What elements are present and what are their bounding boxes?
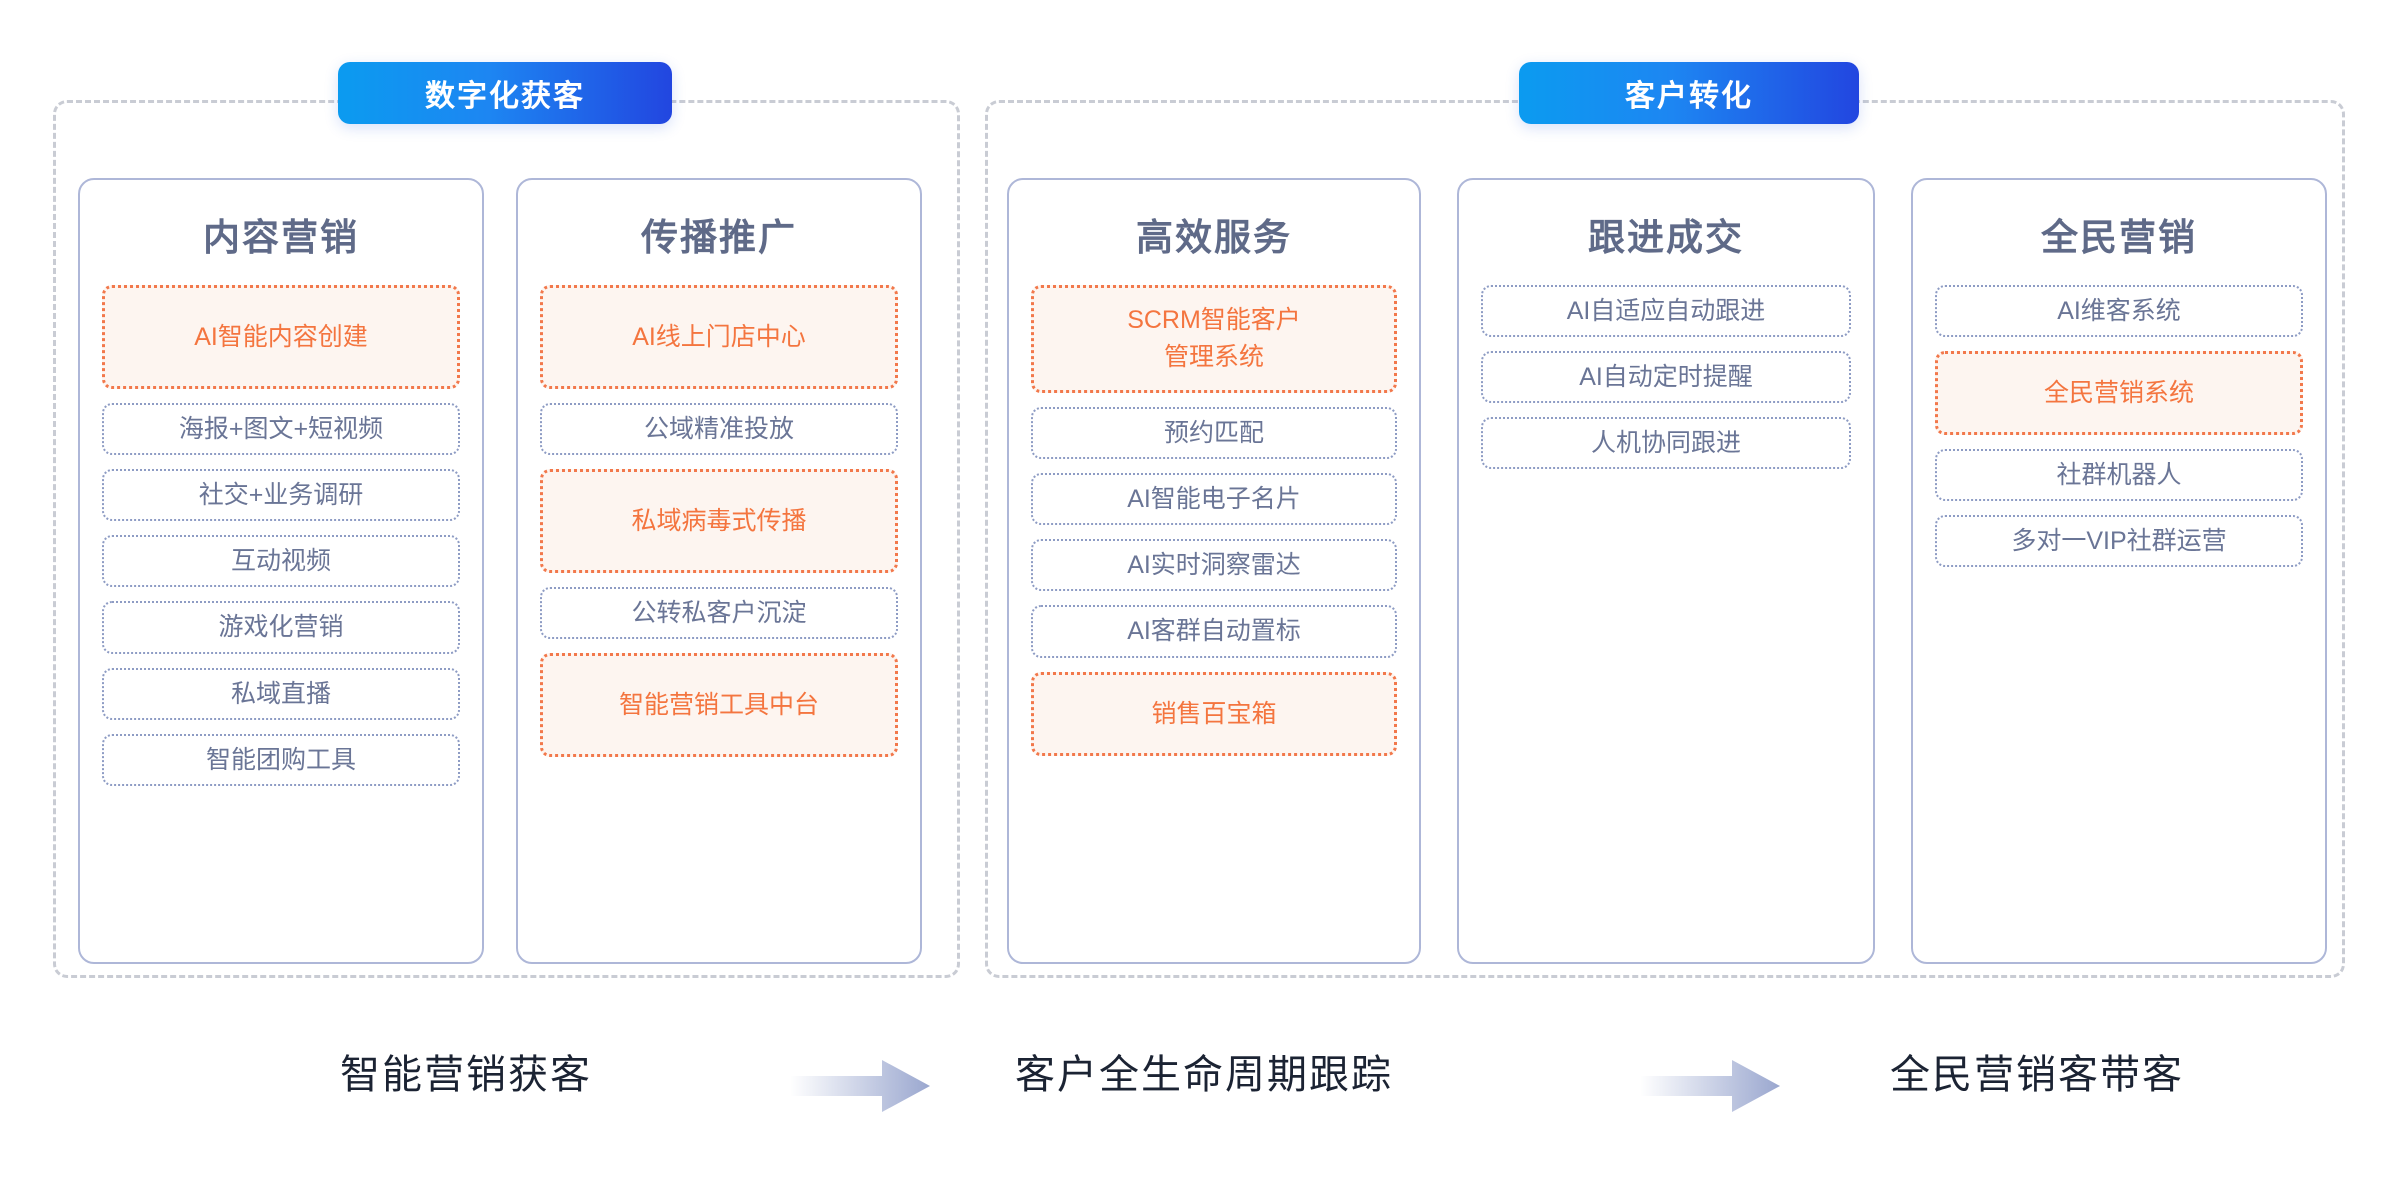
list-item[interactable]: 智能营销工具中台: [540, 653, 898, 758]
list-item[interactable]: 社交+业务调研: [102, 468, 460, 522]
list-item[interactable]: AI自动定时提醒: [1481, 350, 1851, 404]
list-item[interactable]: 智能团购工具: [102, 733, 460, 787]
list-item[interactable]: 公转私客户沉淀: [540, 586, 898, 640]
list-item[interactable]: SCRM智能客户 管理系统: [1031, 284, 1397, 393]
card-communication-promotion: 传播推广 AI线上门店中心 公域精准投放 私域病毒式传播 公转私客户沉淀 智能营…: [516, 178, 922, 964]
card-all-staff-marketing: 全民营销 AI维客系统 全民营销系统 社群机器人 多对一VIP社群运营: [1911, 178, 2327, 964]
list-item[interactable]: 预约匹配: [1031, 406, 1397, 459]
column-row-customer-conversion: 高效服务 SCRM智能客户 管理系统 预约匹配 AI智能电子名片 AI实时洞察雷…: [1007, 178, 2327, 964]
list-item[interactable]: AI线上门店中心: [540, 284, 898, 389]
list-item[interactable]: AI客群自动置标: [1031, 605, 1397, 658]
flow-row: 智能营销获客 客户全生命周期跟踪 全民营销客带客: [0, 1010, 2400, 1160]
list-item[interactable]: AI智能内容创建: [102, 284, 460, 389]
column-row-digital-acquisition: 内容营销 AI智能内容创建 海报+图文+短视频 社交+业务调研 互动视频 游戏化…: [78, 178, 922, 964]
arrow-right-icon: [790, 1060, 930, 1112]
card-content-marketing: 内容营销 AI智能内容创建 海报+图文+短视频 社交+业务调研 互动视频 游戏化…: [78, 178, 484, 964]
card-title: 高效服务: [1136, 217, 1292, 258]
list-item[interactable]: 私域病毒式传播: [540, 468, 898, 573]
list-item[interactable]: AI智能电子名片: [1031, 472, 1397, 526]
flow-label: 全民营销客带客: [1890, 1053, 2184, 1097]
list-item[interactable]: 销售百宝箱: [1031, 671, 1397, 756]
flow-label: 客户全生命周期跟踪: [1015, 1053, 1393, 1097]
card-title: 内容营销: [203, 217, 359, 258]
card-follow-up-deal: 跟进成交 AI自适应自动跟进 AI自动定时提醒 人机协同跟进: [1457, 178, 1875, 964]
card-efficient-service: 高效服务 SCRM智能客户 管理系统 预约匹配 AI智能电子名片 AI实时洞察雷…: [1007, 178, 1421, 964]
group-pill-digital-acquisition: 数字化获客: [338, 62, 672, 124]
list-item[interactable]: AI实时洞察雷达: [1031, 539, 1397, 592]
list-item[interactable]: 社群机器人: [1935, 448, 2303, 502]
list-item[interactable]: 人机协同跟进: [1481, 417, 1851, 470]
card-title: 全民营销: [2041, 217, 2197, 258]
group-pill-label: 数字化获客: [425, 80, 585, 113]
flow-label: 智能营销获客: [340, 1053, 592, 1097]
list-item[interactable]: 公域精准投放: [540, 402, 898, 455]
list-item[interactable]: 私域直播: [102, 667, 460, 720]
list-item[interactable]: 互动视频: [102, 535, 460, 588]
list-item[interactable]: AI自适应自动跟进: [1481, 284, 1851, 337]
group-pill-label: 客户转化: [1625, 80, 1753, 113]
list-item[interactable]: 游戏化营销: [102, 601, 460, 654]
list-item[interactable]: 海报+图文+短视频: [102, 402, 460, 455]
arrow-right-icon: [1640, 1060, 1780, 1112]
list-item[interactable]: 全民营销系统: [1935, 350, 2303, 435]
card-title: 传播推广: [641, 217, 797, 258]
group-pill-customer-conversion: 客户转化: [1519, 62, 1859, 124]
list-item[interactable]: 多对一VIP社群运营: [1935, 515, 2303, 568]
card-title: 跟进成交: [1588, 217, 1744, 258]
list-item[interactable]: AI维客系统: [1935, 284, 2303, 337]
